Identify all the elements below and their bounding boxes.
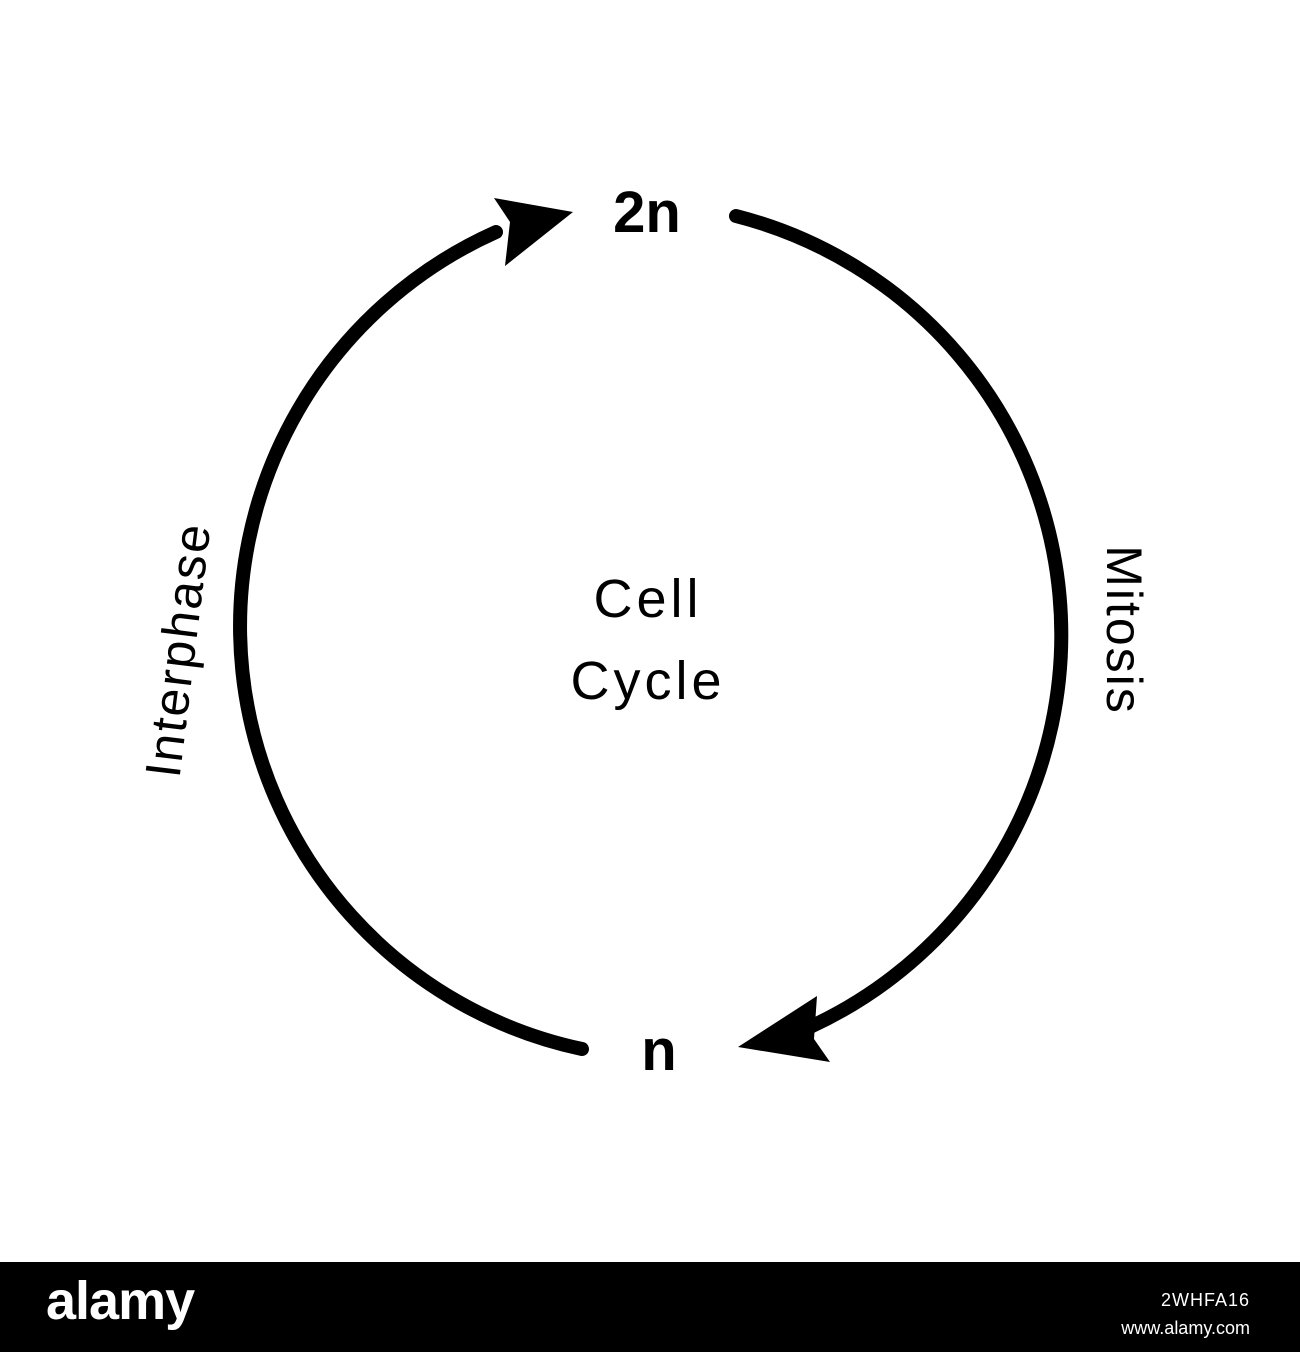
cell-cycle-diagram: 2n n Cell Cycle Interphase Mitosis (135, 180, 1152, 1083)
footer-image-id: 2WHFA16 (1160, 1290, 1250, 1310)
interphase-arrowhead-icon (494, 198, 573, 266)
top-label: 2n (613, 180, 681, 245)
footer-logo: alamy (46, 1271, 195, 1331)
mitosis-arc (729, 209, 1069, 1034)
bottom-label: n (641, 1018, 676, 1083)
mitosis-label: Mitosis (1096, 545, 1152, 715)
center-line-1: Cell (593, 569, 702, 629)
footer-bar: alamy 2WHFA16 www.alamy.com (0, 1262, 1300, 1352)
interphase-arc (233, 225, 589, 1056)
footer-url: www.alamy.com (1121, 1318, 1250, 1338)
mitosis-arrowhead-icon (738, 996, 830, 1062)
center-line-2: Cycle (570, 651, 725, 711)
interphase-label: Interphase (135, 519, 222, 780)
